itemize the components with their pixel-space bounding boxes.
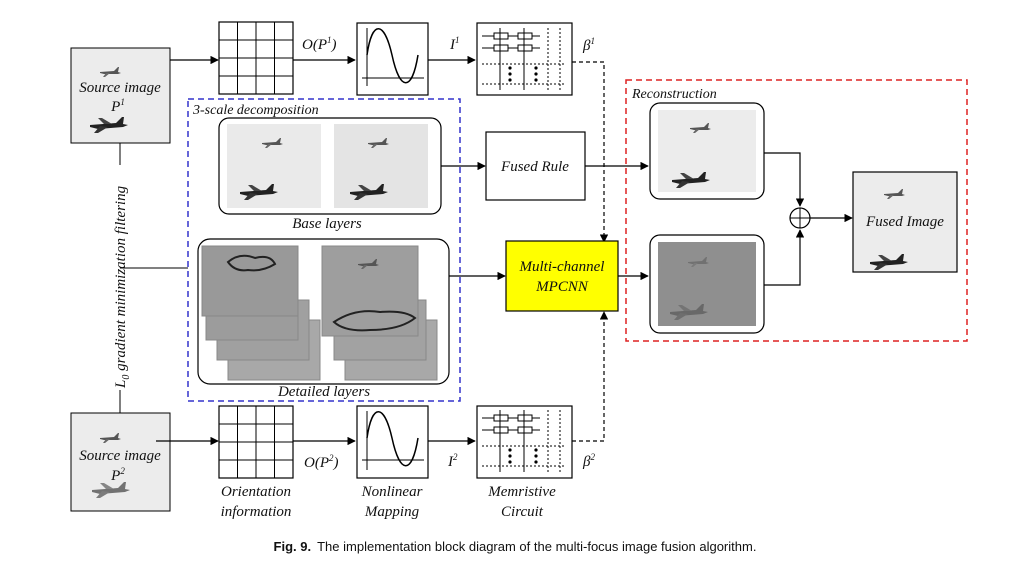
filter-label: L0 gradient minimization filtering bbox=[113, 185, 132, 389]
reconstruction-frame bbox=[625, 79, 968, 342]
decomposition-frame bbox=[187, 98, 461, 402]
nonlinear-label-2: Mapping bbox=[364, 504, 420, 520]
fused-image-label: Fused Image bbox=[865, 214, 944, 230]
sum-node bbox=[789, 207, 811, 229]
nonlinear-box-1 bbox=[356, 22, 429, 96]
nonlinear-label-1: Nonlinear bbox=[361, 484, 423, 500]
fused-rule-box: Fused Rule bbox=[485, 131, 586, 201]
fused-rule-label: Fused Rule bbox=[500, 159, 569, 175]
orientation-label-2: information bbox=[221, 504, 292, 520]
source-image-1: Source image P1 bbox=[70, 47, 171, 144]
nonlinear-box-2 bbox=[356, 405, 429, 479]
o-p1-label: O(P1) bbox=[302, 35, 337, 53]
memristive-label-1: Memristive bbox=[487, 484, 556, 500]
arrow-detail-sum bbox=[764, 229, 805, 286]
orientation-label-1: Orientation bbox=[221, 484, 291, 500]
decomposition-title: 3-scale decomposition bbox=[192, 103, 319, 118]
recon-base-image bbox=[649, 102, 765, 200]
base-layers-label: Base layers bbox=[292, 216, 362, 232]
memristive-circuit-1 bbox=[476, 22, 573, 96]
orientation-grid-2 bbox=[218, 405, 294, 479]
source-image-2-symbol: P2 bbox=[110, 466, 125, 484]
arrow-beta2 bbox=[572, 311, 609, 442]
o-p2-label: O(P2) bbox=[304, 453, 339, 471]
mpcnn-label-2: MPCNN bbox=[535, 279, 589, 295]
source-image-2-label: Source image bbox=[79, 448, 161, 464]
memristive-label-2: Circuit bbox=[501, 504, 544, 520]
beta1-label: β1 bbox=[582, 36, 595, 54]
filter-label-bg bbox=[108, 165, 132, 390]
source-image-1-symbol: P1 bbox=[110, 97, 125, 115]
recon-detail-image bbox=[649, 234, 765, 334]
figure-caption: Fig. 9.The implementation block diagram … bbox=[274, 539, 757, 554]
reconstruction-title: Reconstruction bbox=[631, 87, 717, 102]
mpcnn-box: Multi-channel MPCNN bbox=[505, 240, 619, 312]
arrow-beta1 bbox=[572, 61, 609, 243]
fused-image-box: Fused Image bbox=[852, 171, 958, 273]
base-layers-box bbox=[218, 117, 442, 215]
detailed-layers-label: Detailed layers bbox=[277, 384, 370, 400]
memristive-circuit-2 bbox=[476, 405, 573, 479]
source-image-2: Source image P2 bbox=[70, 412, 171, 512]
detailed-layers-box bbox=[197, 238, 450, 385]
i1-label: I1 bbox=[449, 35, 460, 53]
beta2-label: β2 bbox=[582, 452, 595, 470]
mpcnn-label-1: Multi-channel bbox=[519, 259, 605, 275]
source-image-1-label: Source image bbox=[79, 80, 161, 96]
orientation-grid-1 bbox=[218, 21, 294, 95]
arrow-base-sum bbox=[764, 152, 805, 207]
i2-label: I2 bbox=[447, 452, 458, 470]
